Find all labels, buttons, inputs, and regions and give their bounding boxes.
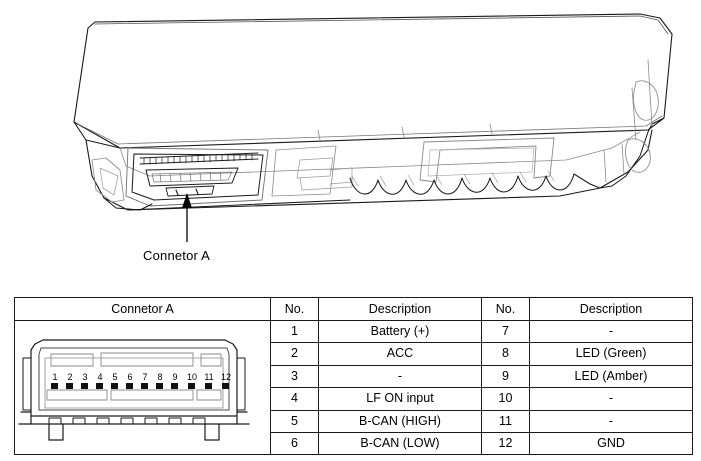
svg-text:4: 4 (97, 372, 102, 382)
svg-text:3: 3 (82, 372, 87, 382)
table-row: 6 B-CAN (LOW) 12 GND (15, 432, 693, 456)
cell-no-right: 11 (481, 409, 530, 434)
cell-desc-left: - (318, 364, 482, 389)
pinout-table: Connetor A No. Description No. Descripti… (14, 297, 693, 456)
table-row: 1 2 3 4 5 6 7 8 9 10 11 12 (14, 319, 693, 456)
header-connector: Connetor A (14, 297, 271, 321)
cell-desc-right: LED (Amber) (529, 364, 693, 389)
svg-text:2: 2 (67, 372, 72, 382)
svg-text:11: 11 (204, 372, 213, 382)
header-description-left: Description (318, 297, 482, 321)
cell-desc-right: - (529, 319, 693, 344)
cell-no-left: 4 (270, 387, 319, 411)
svg-text:12: 12 (221, 372, 231, 382)
cell-desc-left: Battery (+) (318, 319, 482, 344)
svg-text:1: 1 (52, 372, 57, 382)
pin-terminals (51, 382, 229, 389)
cell-desc-right: - (529, 387, 693, 411)
table-row: 3 - 9 LED (Amber) (15, 364, 693, 389)
svg-text:5: 5 (112, 372, 117, 382)
cell-desc-right: LED (Green) (529, 342, 693, 366)
header-no-right: No. (481, 297, 530, 321)
table-row: 2 ACC 8 LED (Green) (15, 342, 693, 366)
cell-no-right: 12 (481, 432, 530, 456)
cell-desc-left: B-CAN (LOW) (318, 432, 482, 456)
svg-text:10: 10 (187, 372, 197, 382)
cell-no-right: 8 (481, 342, 530, 366)
table-row: 4 LF ON input 10 - (15, 387, 693, 411)
cell-no-left: 1 (270, 319, 319, 344)
connector-a-face-svg: 1 2 3 4 5 6 7 8 9 10 11 12 (18, 339, 250, 441)
cell-no-left: 6 (270, 432, 319, 456)
cell-no-right: 7 (481, 319, 530, 344)
header-no-left: No. (270, 297, 319, 321)
header-description-right: Description (529, 297, 693, 321)
cell-desc-left: B-CAN (HIGH) (318, 409, 482, 434)
svg-text:7: 7 (142, 372, 147, 382)
cell-no-left: 3 (270, 364, 319, 389)
pin-number-labels: 1 2 3 4 5 6 7 8 9 10 11 12 (52, 372, 231, 382)
cell-no-left: 2 (270, 342, 319, 366)
svg-text:6: 6 (127, 372, 132, 382)
cell-desc-left: ACC (318, 342, 482, 366)
cell-no-right: 9 (481, 364, 530, 389)
cell-desc-right: - (529, 409, 693, 434)
cell-desc-right: GND (529, 432, 693, 456)
table-row: 5 B-CAN (HIGH) 11 - (15, 409, 693, 434)
module-illustration: Connetor A (73, 13, 673, 263)
callout-label: Connetor A (143, 248, 211, 263)
cell-no-left: 5 (270, 409, 319, 434)
connector-diagram-cell: 1 2 3 4 5 6 7 8 9 10 11 12 (14, 319, 271, 456)
callout-arrowhead-icon (182, 193, 192, 208)
connector-drawing: 1 2 3 4 5 6 7 8 9 10 11 12 (15, 324, 270, 452)
table-header-row: Connetor A No. Description No. Descripti… (14, 297, 693, 321)
cell-no-right: 10 (481, 387, 530, 411)
svg-text:9: 9 (172, 372, 177, 382)
svg-text:8: 8 (157, 372, 162, 382)
cell-desc-left: LF ON input (318, 387, 482, 411)
module-line-art (73, 13, 673, 242)
